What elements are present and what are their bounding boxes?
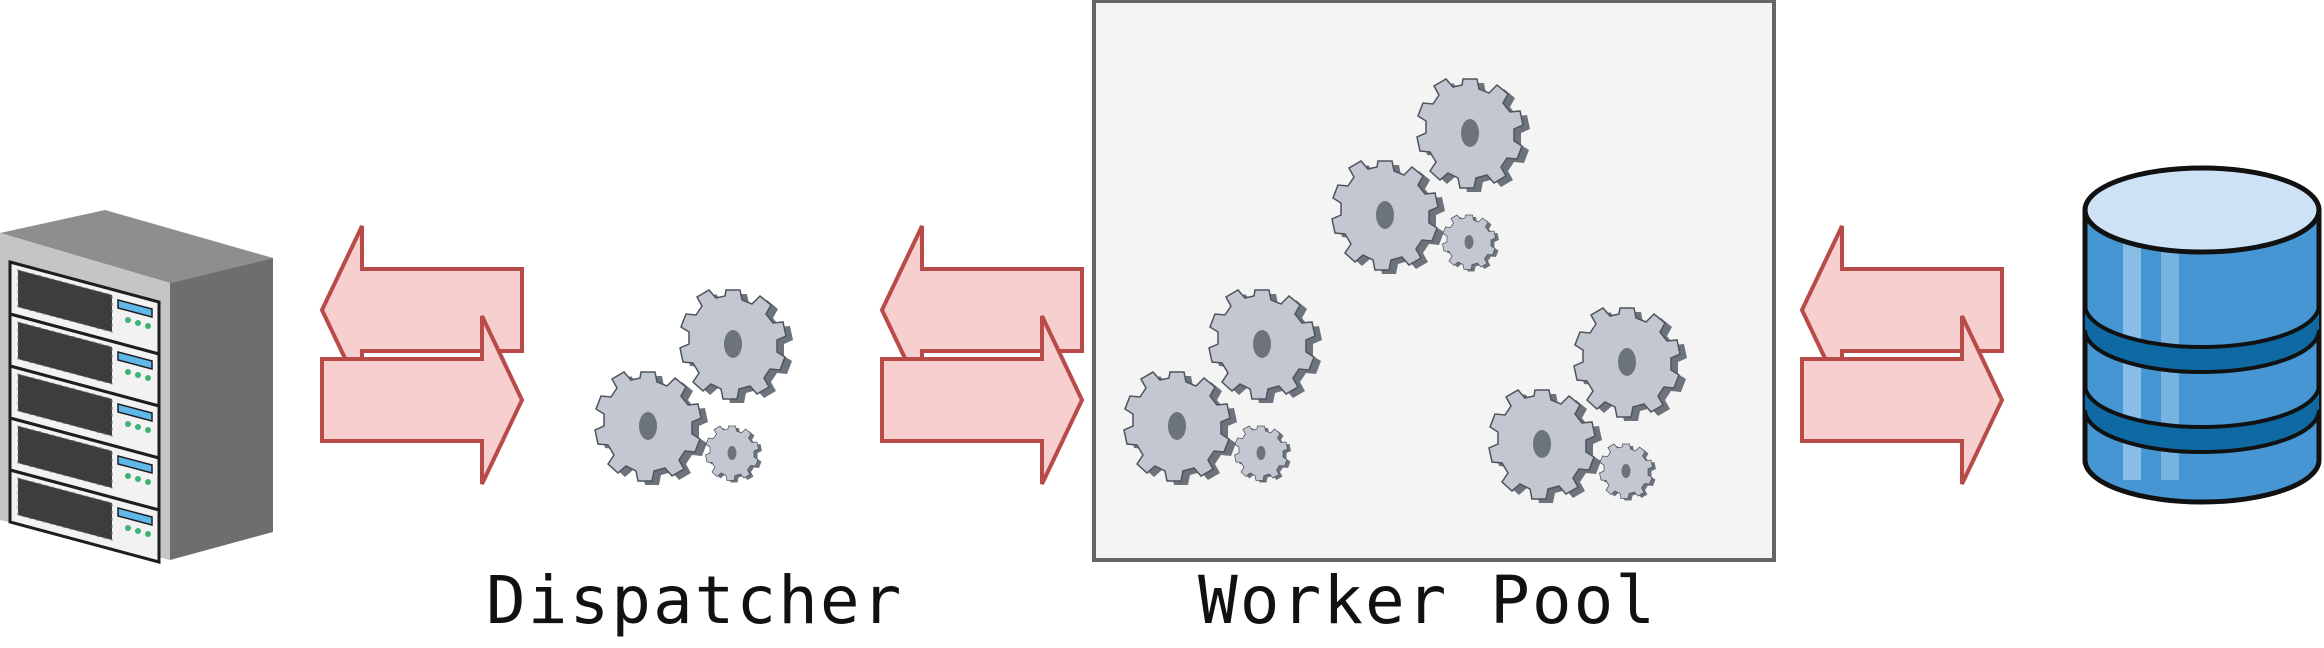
- dispatcher-gears-icon: [595, 290, 793, 485]
- server-rack-icon: [0, 210, 273, 564]
- arrows-dispatcher-pool-icon: [880, 224, 1084, 486]
- arrows-pool-database-icon: [1800, 224, 2004, 486]
- database-icon: [2082, 165, 2322, 505]
- arrows-server-dispatcher-icon: [320, 224, 524, 486]
- worker-pool-box: [1092, 0, 1776, 562]
- worker-pool-label: Worker Pool: [1198, 562, 1658, 639]
- dispatcher-label: Dispatcher: [486, 562, 904, 639]
